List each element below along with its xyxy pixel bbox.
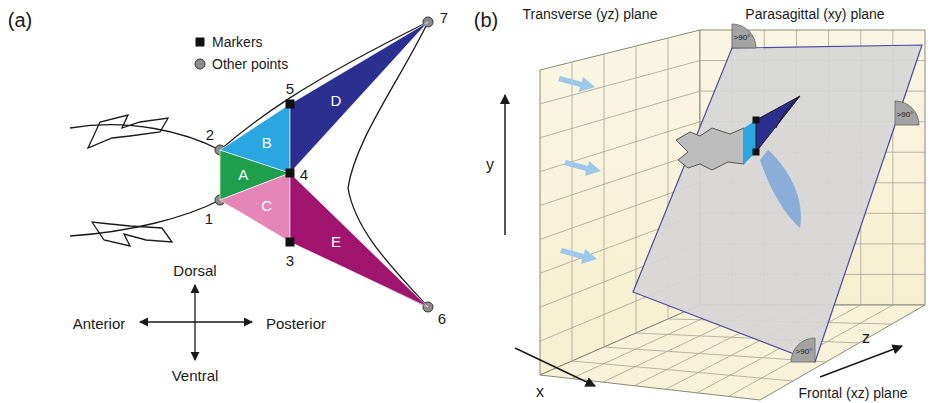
legend-sample <box>194 58 206 70</box>
point-number: 5 <box>286 81 294 96</box>
region-letter: B <box>262 135 272 150</box>
plane-walls <box>540 30 925 400</box>
tail-region: C <box>220 173 290 242</box>
point-number: 6 <box>438 311 446 326</box>
plane-label: Parasagittal (xy) plane <box>745 7 884 21</box>
tail-region: D <box>290 22 428 173</box>
direction-label: Posterior <box>266 316 326 331</box>
point-number: 3 <box>286 253 294 268</box>
region-shape <box>220 104 290 173</box>
plane-label: Frontal (xz) plane <box>799 386 908 400</box>
grid-line <box>572 361 793 381</box>
fish-outline <box>70 22 428 307</box>
flow-arrows <box>558 76 601 264</box>
legend-sample <box>194 36 206 48</box>
legend-row: Markers <box>194 35 263 49</box>
legend-text: Markers <box>212 35 263 49</box>
grid-lines <box>540 30 925 396</box>
region-letter: E <box>331 233 341 248</box>
axis-label: z <box>862 330 870 346</box>
region-shape <box>290 22 428 173</box>
point-number: 4 <box>300 167 308 182</box>
point-number: 7 <box>440 10 448 25</box>
grid-line <box>540 122 700 172</box>
tail-region: B <box>220 104 290 173</box>
angle-label: >90° <box>734 34 751 42</box>
grid-line <box>540 61 700 104</box>
direction-label: Ventral <box>172 368 219 383</box>
marker-square <box>286 100 295 109</box>
tilted-plane <box>633 45 922 362</box>
direction-label: Dorsal <box>173 263 216 278</box>
region-shape <box>290 173 428 307</box>
angle-label: >90° <box>796 348 813 356</box>
region-shape <box>220 173 290 242</box>
point-number: 1 <box>205 211 213 226</box>
angle-wedge <box>732 24 919 362</box>
orientation-arrows <box>140 285 252 360</box>
legend-text: Other points <box>212 57 288 71</box>
region-letter: D <box>331 92 342 107</box>
angle-label: >90° <box>897 111 914 119</box>
legend-row: Other points <box>194 57 288 71</box>
grid-line <box>604 54 605 347</box>
axis-label: x <box>536 384 544 400</box>
panel-label: (a) <box>8 10 32 30</box>
region-letter: C <box>261 198 272 213</box>
tail-region: E <box>290 173 428 307</box>
grid-line <box>540 91 700 138</box>
axis-label: y <box>486 157 494 173</box>
panel-label: (b) <box>474 10 498 30</box>
marker-square <box>286 238 295 247</box>
plane-label: Transverse (yz) plane <box>523 7 658 21</box>
point-number: 2 <box>206 127 214 142</box>
direction-label: Anterior <box>73 316 126 331</box>
grid-line <box>572 62 573 361</box>
marker-square <box>286 169 295 178</box>
fish-tail-model <box>676 96 801 228</box>
region-letter: A <box>238 167 248 182</box>
